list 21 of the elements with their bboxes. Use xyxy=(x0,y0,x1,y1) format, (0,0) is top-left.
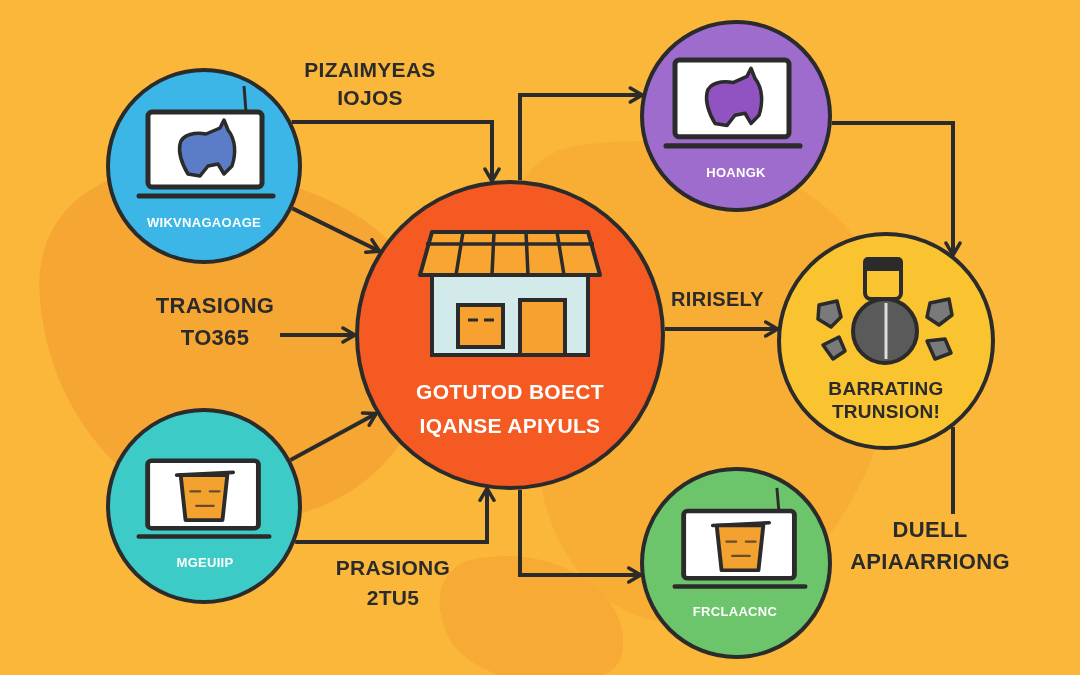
arrow xyxy=(664,320,780,338)
arrow xyxy=(280,326,357,344)
node-label: BARRATING TRUNSION! xyxy=(827,377,945,423)
node-label: HOANGK xyxy=(705,164,767,182)
edge-label: PRASIONG 2TU5 xyxy=(334,555,452,611)
flow-label: TRASIONG TO365 xyxy=(154,292,276,352)
connector-line xyxy=(951,427,955,514)
arrow xyxy=(291,120,501,183)
node-label: FRCLAACNC xyxy=(691,603,779,621)
edge-label: RIRISELY xyxy=(670,287,765,312)
node-label: MGEUIIP xyxy=(175,554,235,572)
arrow xyxy=(291,206,382,254)
arrow xyxy=(295,486,496,544)
node-label: WIKVNAGAOAGE xyxy=(145,214,263,232)
arrow xyxy=(518,86,645,181)
flow-label: DUELL APIAARRIONG xyxy=(849,516,1011,576)
edge-label: PIZAIMYEAS IOJOS xyxy=(303,57,437,111)
arrow xyxy=(289,411,379,462)
arrow xyxy=(831,121,962,257)
arrow xyxy=(518,489,643,584)
node-label: GOTUTOD BOECT IQANSE APIYULS xyxy=(415,379,605,439)
